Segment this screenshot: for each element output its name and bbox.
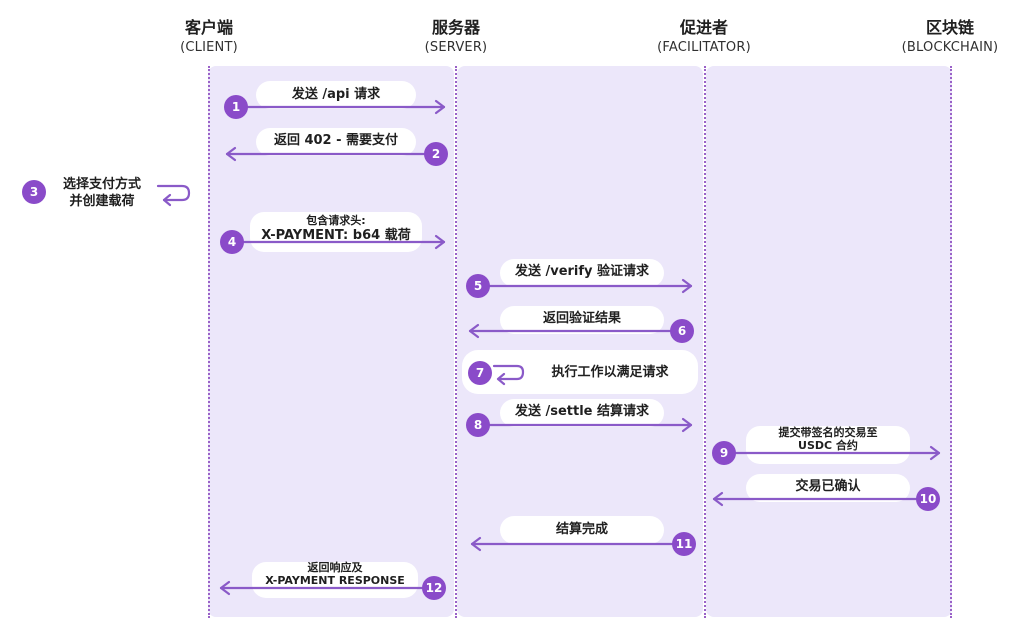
step-4-label-line1: 包含请求头: (306, 214, 366, 227)
actor-client: 客户端 (CLIENT) (109, 18, 309, 58)
arrow-step-1 (234, 99, 446, 115)
lifeline-server (455, 66, 457, 618)
arrow-step-2 (225, 146, 438, 162)
step-2-pill (256, 128, 416, 156)
actor-facilitator-label: (FACILITATOR) (657, 40, 751, 55)
step-9-label-line1: 提交带签名的交易至 (778, 426, 878, 439)
step-12-label-line2: X-PAYMENT RESPONSE (265, 574, 405, 587)
step-4-pill (250, 212, 422, 252)
step-12-badge: 12 (422, 576, 446, 600)
arrow-step-6 (468, 323, 684, 339)
arrow-step-7 (492, 364, 525, 386)
arrow-step-5 (476, 278, 693, 294)
step-5-badge: 5 (466, 274, 490, 298)
step-10-badge: 10 (916, 487, 940, 511)
step-4-label-line2: X-PAYMENT: b64 载荷 (261, 228, 411, 243)
lifeline-facilitator (704, 66, 706, 618)
step-12-label-line1: 返回响应及 (307, 561, 363, 574)
arrow-step-3 (156, 184, 191, 207)
arrow-step-9 (722, 445, 941, 461)
step-6-pill (500, 306, 664, 334)
arrow-step-8 (476, 417, 693, 433)
step-11-pill (500, 516, 664, 544)
step-9-pill (746, 426, 910, 464)
step-3-box (16, 170, 200, 214)
actor-client-name: 客户端 (184, 18, 233, 37)
arrow-step-4 (230, 234, 446, 250)
lifeline-client (208, 66, 210, 618)
step-1-pill (256, 81, 416, 109)
step-6-badge: 6 (670, 319, 694, 343)
step-5-label: 发送 /verify 验证请求 (514, 264, 650, 279)
actor-client-label: (CLIENT) (180, 40, 238, 55)
step-6-label: 返回验证结果 (542, 311, 621, 326)
step-8-label: 发送 /settle 结算请求 (514, 404, 650, 419)
step-9-label-line2: USDC 合约 (798, 439, 858, 452)
step-9-badge: 9 (712, 441, 736, 465)
step-3-label-line1: 选择支付方式 (62, 177, 141, 192)
step-10-label: 交易已确认 (795, 479, 861, 494)
actor-blockchain-label: (BLOCKCHAIN) (901, 40, 999, 55)
step-1-label: 发送 /api 请求 (291, 87, 381, 102)
step-10-pill (746, 474, 910, 502)
actor-facilitator: 促进者 (FACILITATOR) (604, 18, 804, 58)
step-12-pill (252, 562, 418, 598)
actor-server: 服务器 (SERVER) (356, 18, 556, 58)
actor-blockchain-name: 区块链 (925, 18, 974, 37)
lifeline-blockchain (950, 66, 952, 618)
arrow-step-11 (470, 536, 686, 552)
step-1-badge: 1 (224, 95, 248, 119)
step-7-label: 执行工作以满足请求 (551, 365, 669, 380)
arrow-step-10 (712, 491, 930, 507)
step-8-pill (500, 399, 664, 427)
actor-server-name: 服务器 (431, 18, 480, 37)
step-7-badge: 7 (468, 361, 492, 385)
step-2-badge: 2 (424, 142, 448, 166)
step-7-box (462, 350, 698, 394)
facilitator-lane (706, 66, 952, 617)
client-lane (208, 66, 454, 617)
step-11-label: 结算完成 (555, 522, 608, 537)
step-5-pill (500, 259, 664, 287)
step-11-badge: 11 (672, 532, 696, 556)
actor-facilitator-name: 促进者 (679, 18, 728, 37)
step-4-badge: 4 (220, 230, 244, 254)
actor-server-label: (SERVER) (424, 40, 488, 55)
step-3-badge: 3 (22, 180, 46, 204)
arrow-step-12 (219, 580, 434, 596)
step-2-label: 返回 402 - 需要支付 (273, 133, 399, 148)
step-8-badge: 8 (466, 413, 490, 437)
step-3-label-line2: 并创建载荷 (69, 194, 135, 209)
actor-blockchain: 区块链 (BLOCKCHAIN) (850, 18, 1024, 58)
